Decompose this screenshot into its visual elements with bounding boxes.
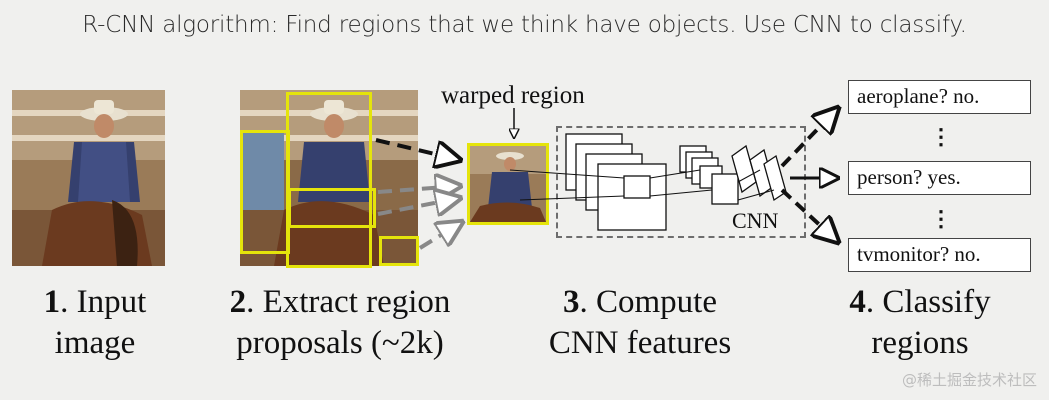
step-3-label: 3. Compute CNN features [520,282,760,364]
arrow-proposal-2 [377,186,460,192]
warped-region-image [470,146,546,222]
arrow-proposal-4 [418,222,462,250]
arrow-class-3 [780,188,838,242]
input-image [12,90,165,266]
class-box-person: person? yes. [848,161,1031,195]
arrow-proposal-1 [375,138,460,160]
step-4-label: 4. Classify regions [820,282,1020,364]
step-4-line1: . Classify [865,284,991,320]
step-1-line1: . Input [60,284,147,320]
warped-region-box [467,143,549,225]
watermark: @稀土掘金技术社区 [901,371,1037,389]
class-box-aeroplane: aeroplane? no. [848,80,1031,114]
step-1-number: 1 [43,284,61,320]
step-4-number: 4 [849,284,866,320]
step-1-label: 1. Input image [20,282,170,364]
cnn-label: CNN [732,208,779,233]
class-ellipsis-2: ⋮ [930,206,952,231]
step-4-line2: regions [871,325,969,361]
step-3-line2: CNN features [548,325,732,361]
step-2-line2: proposals (~2k) [236,325,444,361]
diagram-title: R-CNN algorithm: Find regions that we th… [82,12,967,38]
proposals-image [240,90,418,266]
warped-region-label: warped region [441,82,585,109]
cnn-container [556,126,806,238]
step-3-line1: . Compute [579,284,718,320]
class-ellipsis-1: ⋮ [930,124,952,149]
step-2-label: 2. Extract region proposals (~2k) [200,282,480,364]
step-2-number: 2 [229,284,247,320]
proposal-box-small [379,236,419,266]
arrow-proposal-3 [377,198,460,214]
arrow-class-1 [780,108,838,168]
class-box-tvmonitor: tvmonitor? no. [848,238,1031,272]
step-2-line1: . Extract region [246,284,451,320]
step-1-line2: image [54,325,136,361]
cnn-layers [565,133,787,231]
proposal-box-horse [288,188,376,228]
step-3-number: 3 [563,284,580,320]
